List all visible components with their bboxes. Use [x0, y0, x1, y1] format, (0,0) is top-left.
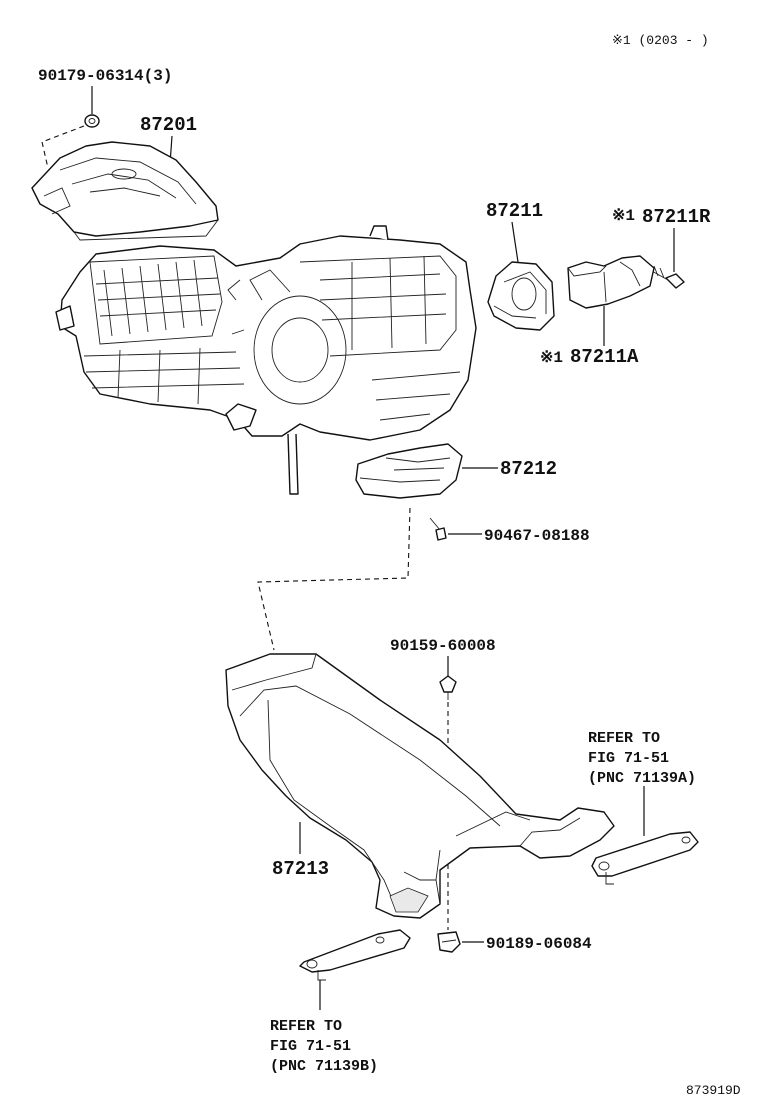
screw-87211R-icon — [649, 265, 685, 289]
label-90467-08188[interactable]: 90467-08188 — [484, 527, 590, 545]
cover-87201-part[interactable] — [31, 141, 219, 241]
label-90189-06084[interactable]: 90189-06084 — [486, 935, 592, 953]
grommet-90189-icon — [437, 931, 461, 953]
nut-90179-icon — [84, 114, 100, 128]
illustration-id: 873919D — [686, 1083, 741, 1098]
label-87213[interactable]: 87213 — [272, 858, 329, 880]
label-87201[interactable]: 87201 — [140, 114, 197, 136]
refer-a-line1: REFER TO — [588, 730, 660, 747]
label-90179-06314[interactable]: 90179-06314(3) — [38, 67, 172, 85]
heater-unit-assembly — [55, 225, 477, 495]
mark-87211R: ※1 — [612, 207, 635, 225]
note-top-right: ※1 (0203 - ) — [612, 33, 709, 48]
bracket-71139A-part[interactable] — [591, 831, 699, 885]
refer-b-line2[interactable]: FIG 71-51 — [270, 1038, 351, 1055]
duct-87211-part[interactable] — [487, 261, 555, 331]
refer-b-line1: REFER TO — [270, 1018, 342, 1035]
duct-87211A-part[interactable] — [567, 255, 655, 309]
bracket-71139B-part[interactable] — [299, 929, 411, 981]
refer-a-line2[interactable]: FIG 71-51 — [588, 750, 669, 767]
label-90159-60008[interactable]: 90159-60008 — [390, 637, 496, 655]
duct-87212-part[interactable] — [355, 443, 463, 499]
screw-90467-icon — [429, 517, 447, 541]
dashed-guide-lower-duct — [257, 507, 411, 651]
label-87211A[interactable]: 87211A — [570, 346, 639, 368]
label-87211[interactable]: 87211 — [486, 200, 543, 222]
leader-87211 — [511, 221, 519, 263]
refer-b-line3[interactable]: (PNC 71139B) — [270, 1058, 378, 1075]
mark-87211A: ※1 — [540, 349, 563, 367]
duct-87213-part[interactable] — [225, 653, 615, 919]
label-87212[interactable]: 87212 — [500, 458, 557, 480]
label-87211R[interactable]: 87211R — [642, 206, 711, 228]
clip-90159-icon — [439, 675, 457, 700]
refer-a-line3[interactable]: (PNC 71139A) — [588, 770, 696, 787]
